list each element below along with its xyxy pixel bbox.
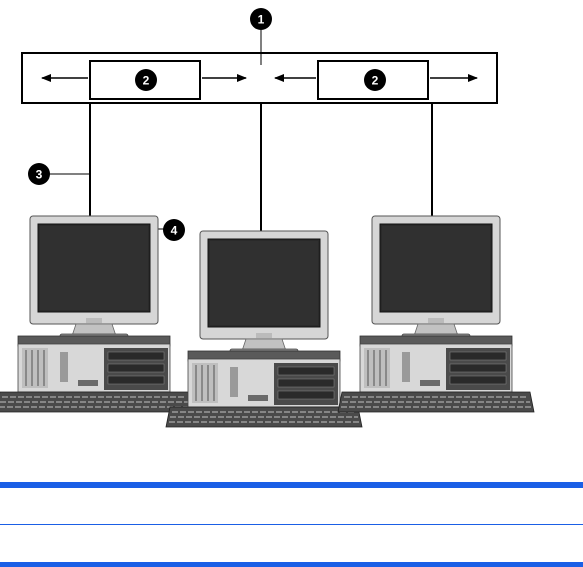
callout-2-right: 2	[364, 69, 386, 91]
callout-1: 1	[250, 8, 272, 30]
computer-icon	[338, 216, 534, 412]
callout-4: 4	[163, 219, 185, 241]
callout-2-left: 2	[135, 69, 157, 91]
table-rule-middle	[0, 524, 583, 525]
computer-icon	[0, 216, 192, 412]
network-diagram: 1 2 2 3 4	[0, 0, 583, 445]
table-rule-bottom	[0, 562, 583, 567]
svg-text:4: 4	[171, 224, 178, 238]
computer-icon	[166, 231, 362, 427]
svg-text:1: 1	[258, 13, 265, 27]
callout-3: 3	[28, 163, 50, 185]
table-rule-top	[0, 482, 583, 488]
svg-text:2: 2	[372, 74, 379, 88]
svg-text:2: 2	[143, 74, 150, 88]
svg-text:3: 3	[36, 168, 43, 182]
